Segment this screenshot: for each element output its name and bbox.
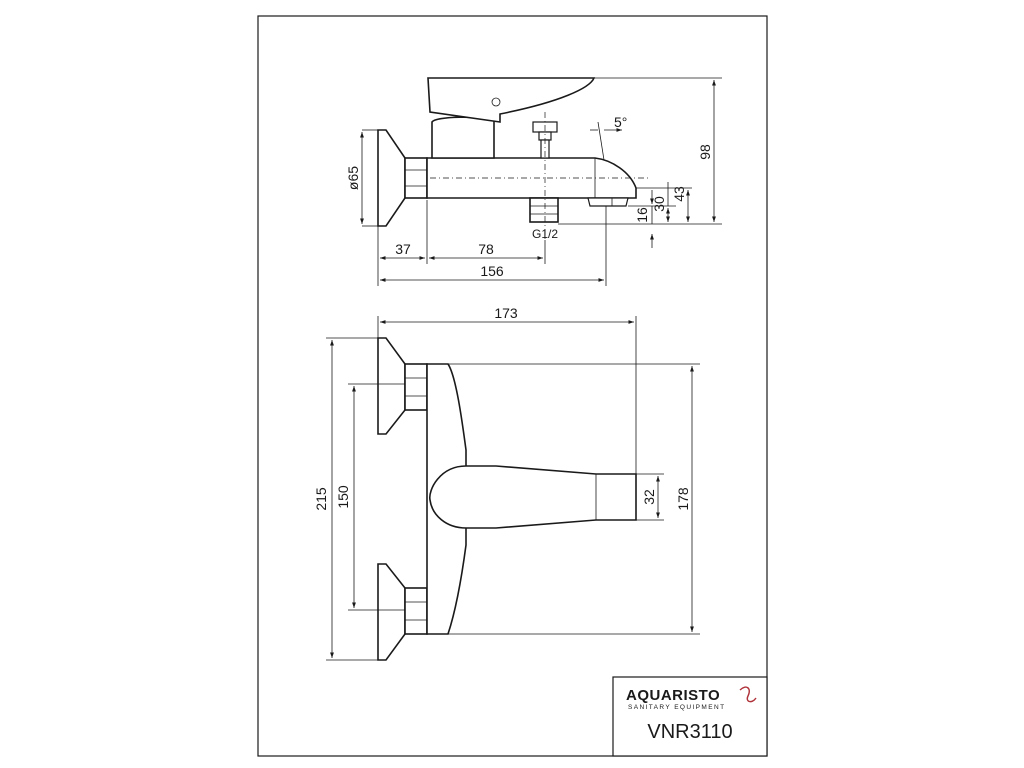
dim-len-body: 78: [478, 241, 494, 257]
dim-handle-width: 32: [641, 489, 657, 505]
side-handle: [427, 77, 596, 123]
dim-thread: G1/2: [532, 227, 558, 241]
side-cartridge: [431, 116, 495, 159]
top-view: 173 215 150 32 178: [313, 305, 700, 661]
dim-len-total: 156: [480, 263, 504, 279]
drawing-frame: [257, 15, 768, 757]
top-lower-flange: [377, 563, 406, 661]
dim-centers: 150: [335, 485, 351, 509]
top-lower-nut: [404, 587, 428, 635]
side-spout-outlet: [587, 197, 629, 207]
side-body: [426, 157, 637, 199]
brand-logo: AQUARISTO: [626, 687, 720, 704]
dim-len-flange: 37: [395, 241, 411, 257]
dim-height-outlet: 30: [651, 196, 667, 212]
brand-tagline: SANITARY EQUIPMENT: [628, 704, 725, 711]
dim-diameter: ø65: [345, 166, 361, 190]
brand-swoosh-icon: [739, 686, 757, 703]
model-number: VNR3110: [647, 721, 732, 743]
dim-height-total-top: 215: [313, 487, 329, 511]
top-handle: [429, 465, 637, 529]
dim-height-base: 16: [634, 207, 650, 223]
dim-body-height: 178: [675, 487, 691, 511]
top-upper-flange: [377, 337, 406, 435]
side-hex-nut: [404, 157, 428, 199]
dim-height-spout: 43: [671, 186, 687, 202]
dim-width-total: 173: [494, 305, 518, 321]
dim-height-total: 98: [697, 144, 713, 160]
top-upper-nut: [404, 363, 428, 411]
dim-angle: 5°: [614, 114, 627, 130]
side-inlet-pipe: [529, 197, 559, 223]
side-view: ø65 5° 98 43 30 16 G1/2 37 78 156: [345, 77, 722, 286]
title-block: AQUARISTO SANITARY EQUIPMENT VNR3110: [612, 676, 768, 757]
side-wall-flange: [377, 129, 406, 227]
